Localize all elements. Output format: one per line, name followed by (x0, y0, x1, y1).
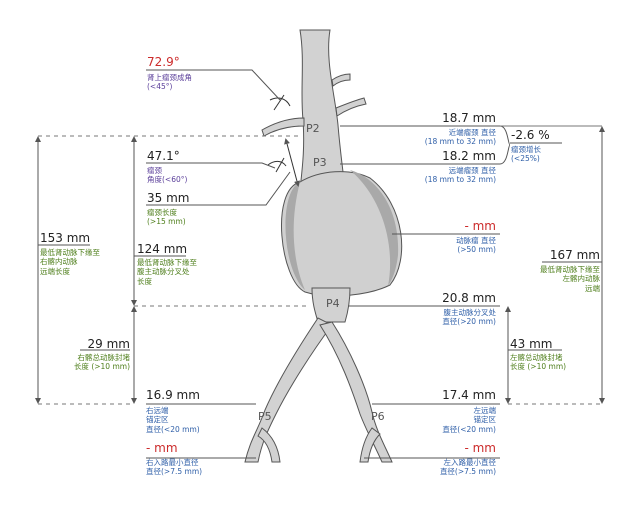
left-renal-branch (261, 117, 305, 137)
left-access-min-diameter-value: - mm (464, 441, 496, 455)
left-access-min-diameter-label: 左入路最小直径 直径(>7.5 mm) (439, 458, 496, 477)
proximal-neck-diameter-label: 近端瘤颈 直径 (18 mm to 32 mm) (424, 128, 496, 147)
left-common-iliac-seal-length-label: 左髂总动脉封堵 长度 (>10 mm) (510, 353, 567, 372)
left-common-iliac (319, 321, 393, 463)
aorta-vessel (261, 29, 367, 191)
left-internal-iliac (359, 427, 381, 463)
left-common-iliac-seal-length-value: 43 mm (510, 337, 553, 351)
neck-angle-arc (267, 160, 287, 167)
renal-to-right-internal-iliac-value: 153 mm (40, 231, 91, 245)
renal-to-left-internal-iliac-value: 167 mm (549, 248, 600, 262)
distal-neck-diameter-value: 18.2 mm (442, 149, 496, 163)
right-internal-iliac (257, 427, 281, 463)
right-common-iliac-seal-length-value: 29 mm (87, 337, 130, 351)
neck-growth-value: -2.6 % (511, 128, 550, 142)
neck-angle-value: 47.1° (147, 149, 180, 163)
infrarenal-neck (311, 287, 351, 323)
right-access-min-diameter-label: 右入路最小直径 直径(>7.5 mm) (146, 458, 203, 477)
aneurysm-shadow-right (350, 170, 399, 286)
renal-to-aortic-bifurcation-value: 124 mm (137, 242, 188, 256)
aneurysm-shadow-left (285, 182, 305, 290)
right-access-min-diameter-value: - mm (146, 441, 178, 455)
segment-p3: P3 (313, 156, 327, 169)
segment-p2: P2 (306, 122, 320, 135)
right-common-iliac (244, 317, 333, 463)
right-upper-branch (331, 73, 351, 87)
suprarenal-angle-label: 肾上瘤颈成角 (<45°) (147, 73, 192, 92)
aortic-bifurcation-diameter-value: 20.8 mm (442, 291, 496, 305)
right-distal-landing-diameter-label: 右远端 锚定区 直径(<20 mm) (146, 406, 200, 434)
right-renal-branch (335, 97, 367, 117)
aneurysm-diameter-label: 动脉瘤 直径 (>50 mm) (456, 236, 496, 255)
aortic-bifurcation-diameter-label: 腹主动脉分叉处 直径(>20 mm) (442, 308, 496, 327)
suprarenal-angle-value: 72.9° (147, 55, 180, 69)
proximal-neck-diameter-value: 18.7 mm (442, 111, 496, 125)
renal-to-aortic-bifurcation-label: 最低肾动脉下缘至 腹主动脉分叉处 长度 (137, 258, 197, 286)
right-distal-landing-diameter-value: 16.9 mm (146, 388, 200, 402)
aneurysm-sac (281, 170, 403, 297)
suprarenal-angle-arc (269, 97, 291, 107)
segment-p6: P6 (371, 410, 385, 423)
neck-length-arrow (284, 138, 300, 187)
distal-neck-diameter-label: 远端瘤颈 直径 (18 mm to 32 mm) (424, 166, 496, 185)
reference-lines (38, 125, 602, 405)
neck-growth-label: 瘤颈增长 (<25%) (511, 145, 541, 164)
iliac-vessels (244, 287, 393, 463)
aneurysm-diameter-value: - mm (464, 219, 496, 233)
dimension-arrows (35, 126, 605, 404)
leader-lines (38, 69, 602, 459)
renal-to-left-internal-iliac-label: 最低肾动脉下缘至 左髂内动脉 远端 (540, 265, 600, 293)
left-distal-landing-diameter-label: 左远端 锚定区 直径(<20 mm) (442, 406, 496, 434)
left-distal-landing-diameter-value: 17.4 mm (442, 388, 496, 402)
segment-p5: P5 (258, 410, 272, 423)
renal-to-right-internal-iliac-label: 最低肾动脉下缘至 右髂内动脉 远端长度 (40, 248, 100, 276)
angle-markers (267, 94, 300, 187)
neck-length-label: 瘤颈长度 (>15 mm) (147, 208, 186, 227)
neck-angle-label: 瘤颈 角度(<60°) (147, 166, 188, 185)
segment-p4: P4 (326, 297, 340, 310)
right-common-iliac-seal-length-label: 右髂总动脉封堵 长度 (>10 mm) (73, 353, 130, 372)
neck-length-value: 35 mm (147, 191, 190, 205)
